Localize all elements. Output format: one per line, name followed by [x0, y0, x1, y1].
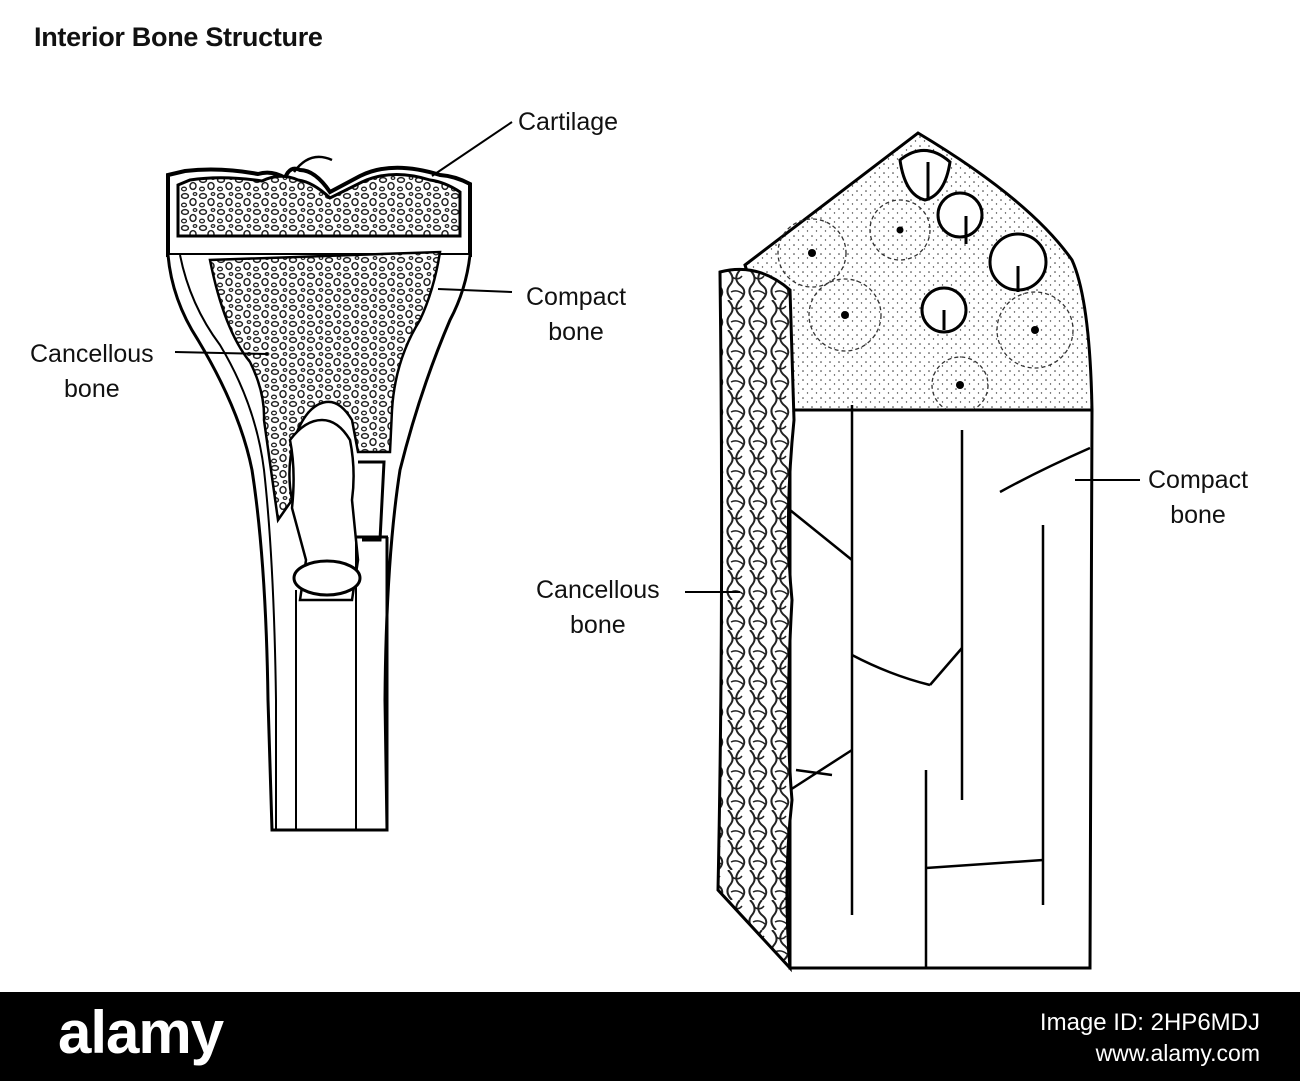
label-compact-bone-right: Compact bone — [1148, 463, 1248, 533]
alamy-logo: alamy — [58, 998, 223, 1067]
block-front-face — [790, 410, 1092, 968]
long-bone-section — [168, 157, 470, 830]
shaft-cross-section — [294, 561, 360, 595]
label-cancellous-bone-right: Cancellous bone — [536, 573, 660, 643]
footer-info: Image ID: 2HP6MDJ www.alamy.com — [1040, 1008, 1260, 1068]
image-id: Image ID: 2HP6MDJ — [1040, 1008, 1260, 1038]
stock-footer: alamy Image ID: 2HP6MDJ www.alamy.com — [0, 992, 1300, 1081]
label-compact-bone-left: Compact bone — [526, 280, 626, 350]
label-cancellous-bone-left: Cancellous bone — [30, 337, 154, 407]
leader-cartilage — [432, 122, 512, 176]
bone-diagram — [0, 0, 1300, 992]
label-cartilage: Cartilage — [518, 105, 618, 140]
site-url: www.alamy.com — [1040, 1038, 1260, 1068]
compact-bone-block — [718, 133, 1092, 968]
cancellous-wall — [718, 269, 794, 968]
